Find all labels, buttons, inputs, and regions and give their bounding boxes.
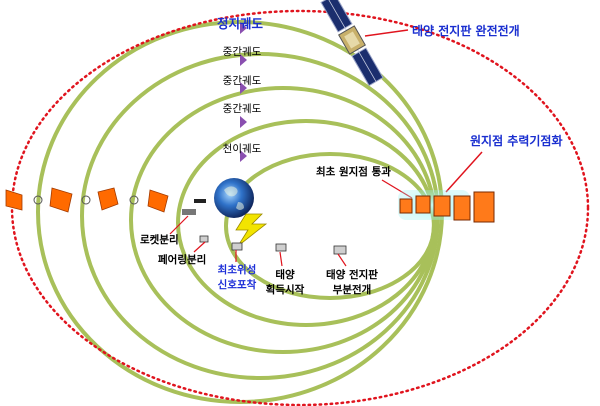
- rocket-stage-icon: [98, 188, 118, 210]
- rocket-stage-icon: [50, 188, 72, 212]
- intermediate-orbit-label-2: 중간궤도: [223, 75, 262, 87]
- rocket-separation-label: 로켓분리: [140, 233, 179, 246]
- satellite-body: [454, 196, 470, 220]
- fairing-separation-label: 페어링분리: [158, 253, 206, 266]
- marker-icon: [240, 116, 247, 128]
- satellite-body: [400, 199, 412, 213]
- rocket-stage-icon: [148, 190, 168, 212]
- satellite-body: [416, 196, 430, 213]
- sun-acquisition-label-line1: 태양: [275, 268, 295, 281]
- spin-arrows: [34, 196, 138, 204]
- launch-debris: [182, 199, 206, 215]
- rocket-body-icon: [194, 199, 206, 203]
- satellite-body: [474, 192, 494, 222]
- geo-orbit-label: 정지궤도: [217, 16, 264, 31]
- solar-partial-label-line1: 태양 전지판: [326, 268, 378, 281]
- solar-full-label: 태양 전지판 완전전개: [412, 23, 520, 38]
- satellite-small-icon: [276, 244, 286, 251]
- lightning-icon: [236, 214, 266, 246]
- first-signal-label-line2: 신호포착: [218, 278, 257, 291]
- intermediate-orbit-label-3: 중간궤도: [223, 103, 262, 115]
- rocket-stage-icon: [6, 190, 22, 210]
- rocket-body-icon: [182, 209, 196, 215]
- earth-icon: [214, 178, 254, 218]
- apogee-firing-leader: [446, 152, 482, 192]
- satellite-body: [434, 196, 450, 216]
- sun-acquisition-label-line2: 획득시작: [266, 283, 305, 296]
- first-apogee-label: 최초 원지점 통과: [316, 165, 391, 178]
- solar-partial-label-line2: 부분전개: [333, 283, 372, 296]
- satellite-small-icon: [232, 243, 242, 250]
- rocket-stages: [6, 188, 168, 212]
- satellite-small-icon: [200, 236, 208, 242]
- transfer-orbit-label: 천이궤도: [223, 143, 262, 155]
- intermediate-orbit-label-1: 중간궤도: [223, 46, 262, 58]
- first-signal-label-line1: 최초위성: [218, 263, 257, 276]
- apogee-firing-label: 원지점 추력기점화: [470, 133, 563, 148]
- satellite-small-icon: [334, 246, 346, 254]
- transfer-satellites: [200, 236, 346, 254]
- solar-full-leader: [365, 30, 408, 36]
